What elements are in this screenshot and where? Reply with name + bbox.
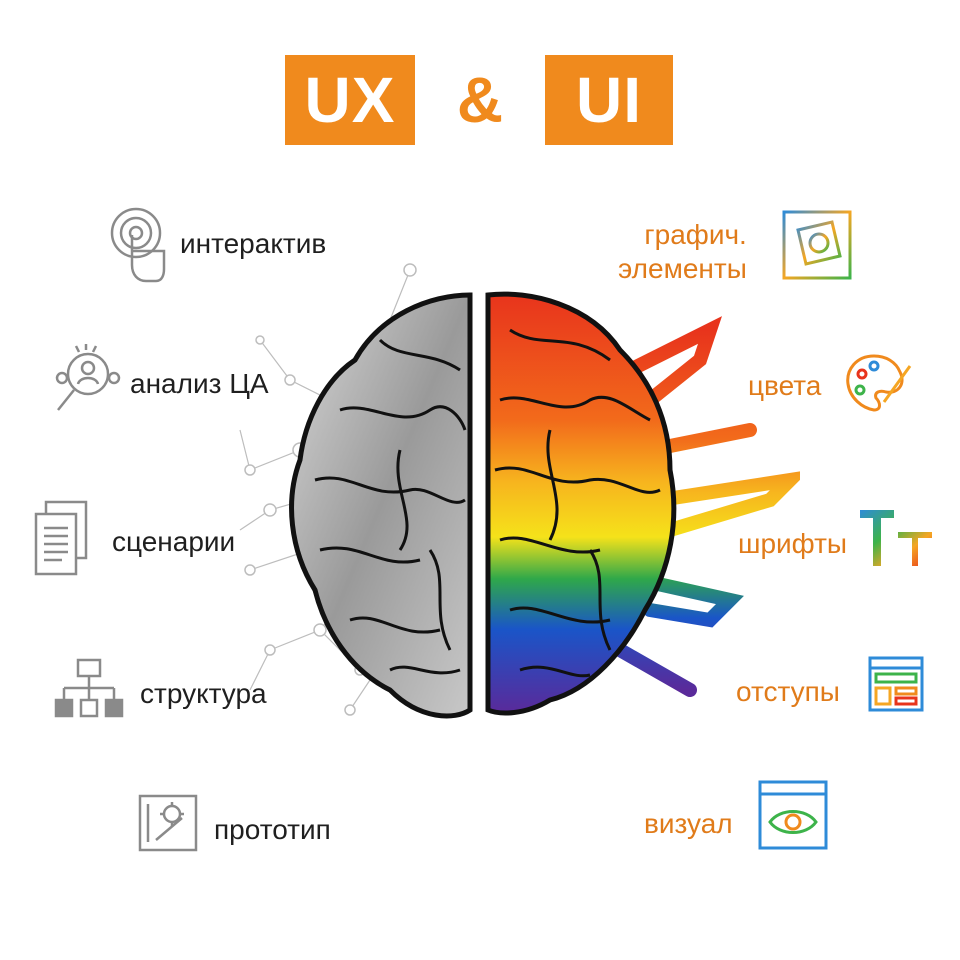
audience-search-icon bbox=[48, 338, 128, 423]
ampersand: & bbox=[456, 64, 504, 136]
ux-item-label-structure: структура bbox=[140, 678, 267, 709]
font-tt-icon bbox=[858, 506, 934, 575]
touch-click-icon bbox=[108, 205, 168, 290]
ux-item-label-prototype: прототип bbox=[214, 814, 331, 845]
brain-left-folds bbox=[314, 338, 467, 675]
brain-left-hemisphere bbox=[289, 292, 473, 719]
brain-svg bbox=[239, 263, 811, 719]
ui-item-label-fonts: шрифты bbox=[738, 528, 848, 559]
ui-item-label-graphic: графич. элементы bbox=[618, 218, 747, 286]
documents-icon bbox=[34, 500, 90, 583]
structure-tree-icon bbox=[54, 658, 124, 725]
layout-window-icon bbox=[868, 656, 924, 717]
eye-window-icon bbox=[758, 780, 828, 855]
ui-item-label-colors: цвета bbox=[748, 370, 822, 401]
brain-illustration bbox=[230, 250, 811, 750]
ux-title-text: UX bbox=[304, 64, 396, 136]
ux-item-label-scenarios: сценарии bbox=[112, 526, 236, 557]
ui-title-text: UI bbox=[576, 64, 642, 136]
brain-right-folds bbox=[494, 328, 661, 678]
ui-item-label-graphic-line1: графич. bbox=[644, 219, 747, 250]
ui-item-label-spacing: отступы bbox=[736, 676, 840, 707]
image-frame-icon bbox=[782, 210, 852, 285]
ux-title-box: UX bbox=[285, 55, 415, 145]
ux-item-label-interactive: интерактив bbox=[180, 228, 327, 259]
ui-item-label-graphic-line2: элементы bbox=[618, 253, 747, 284]
ui-title-box: UI bbox=[545, 55, 673, 145]
color-splash bbox=[613, 316, 811, 697]
blueprint-icon bbox=[136, 790, 202, 861]
ui-item-label-visual: визуал bbox=[644, 808, 733, 839]
palette-icon bbox=[844, 352, 914, 419]
ux-item-label-audience: анализ ЦА bbox=[130, 368, 269, 399]
